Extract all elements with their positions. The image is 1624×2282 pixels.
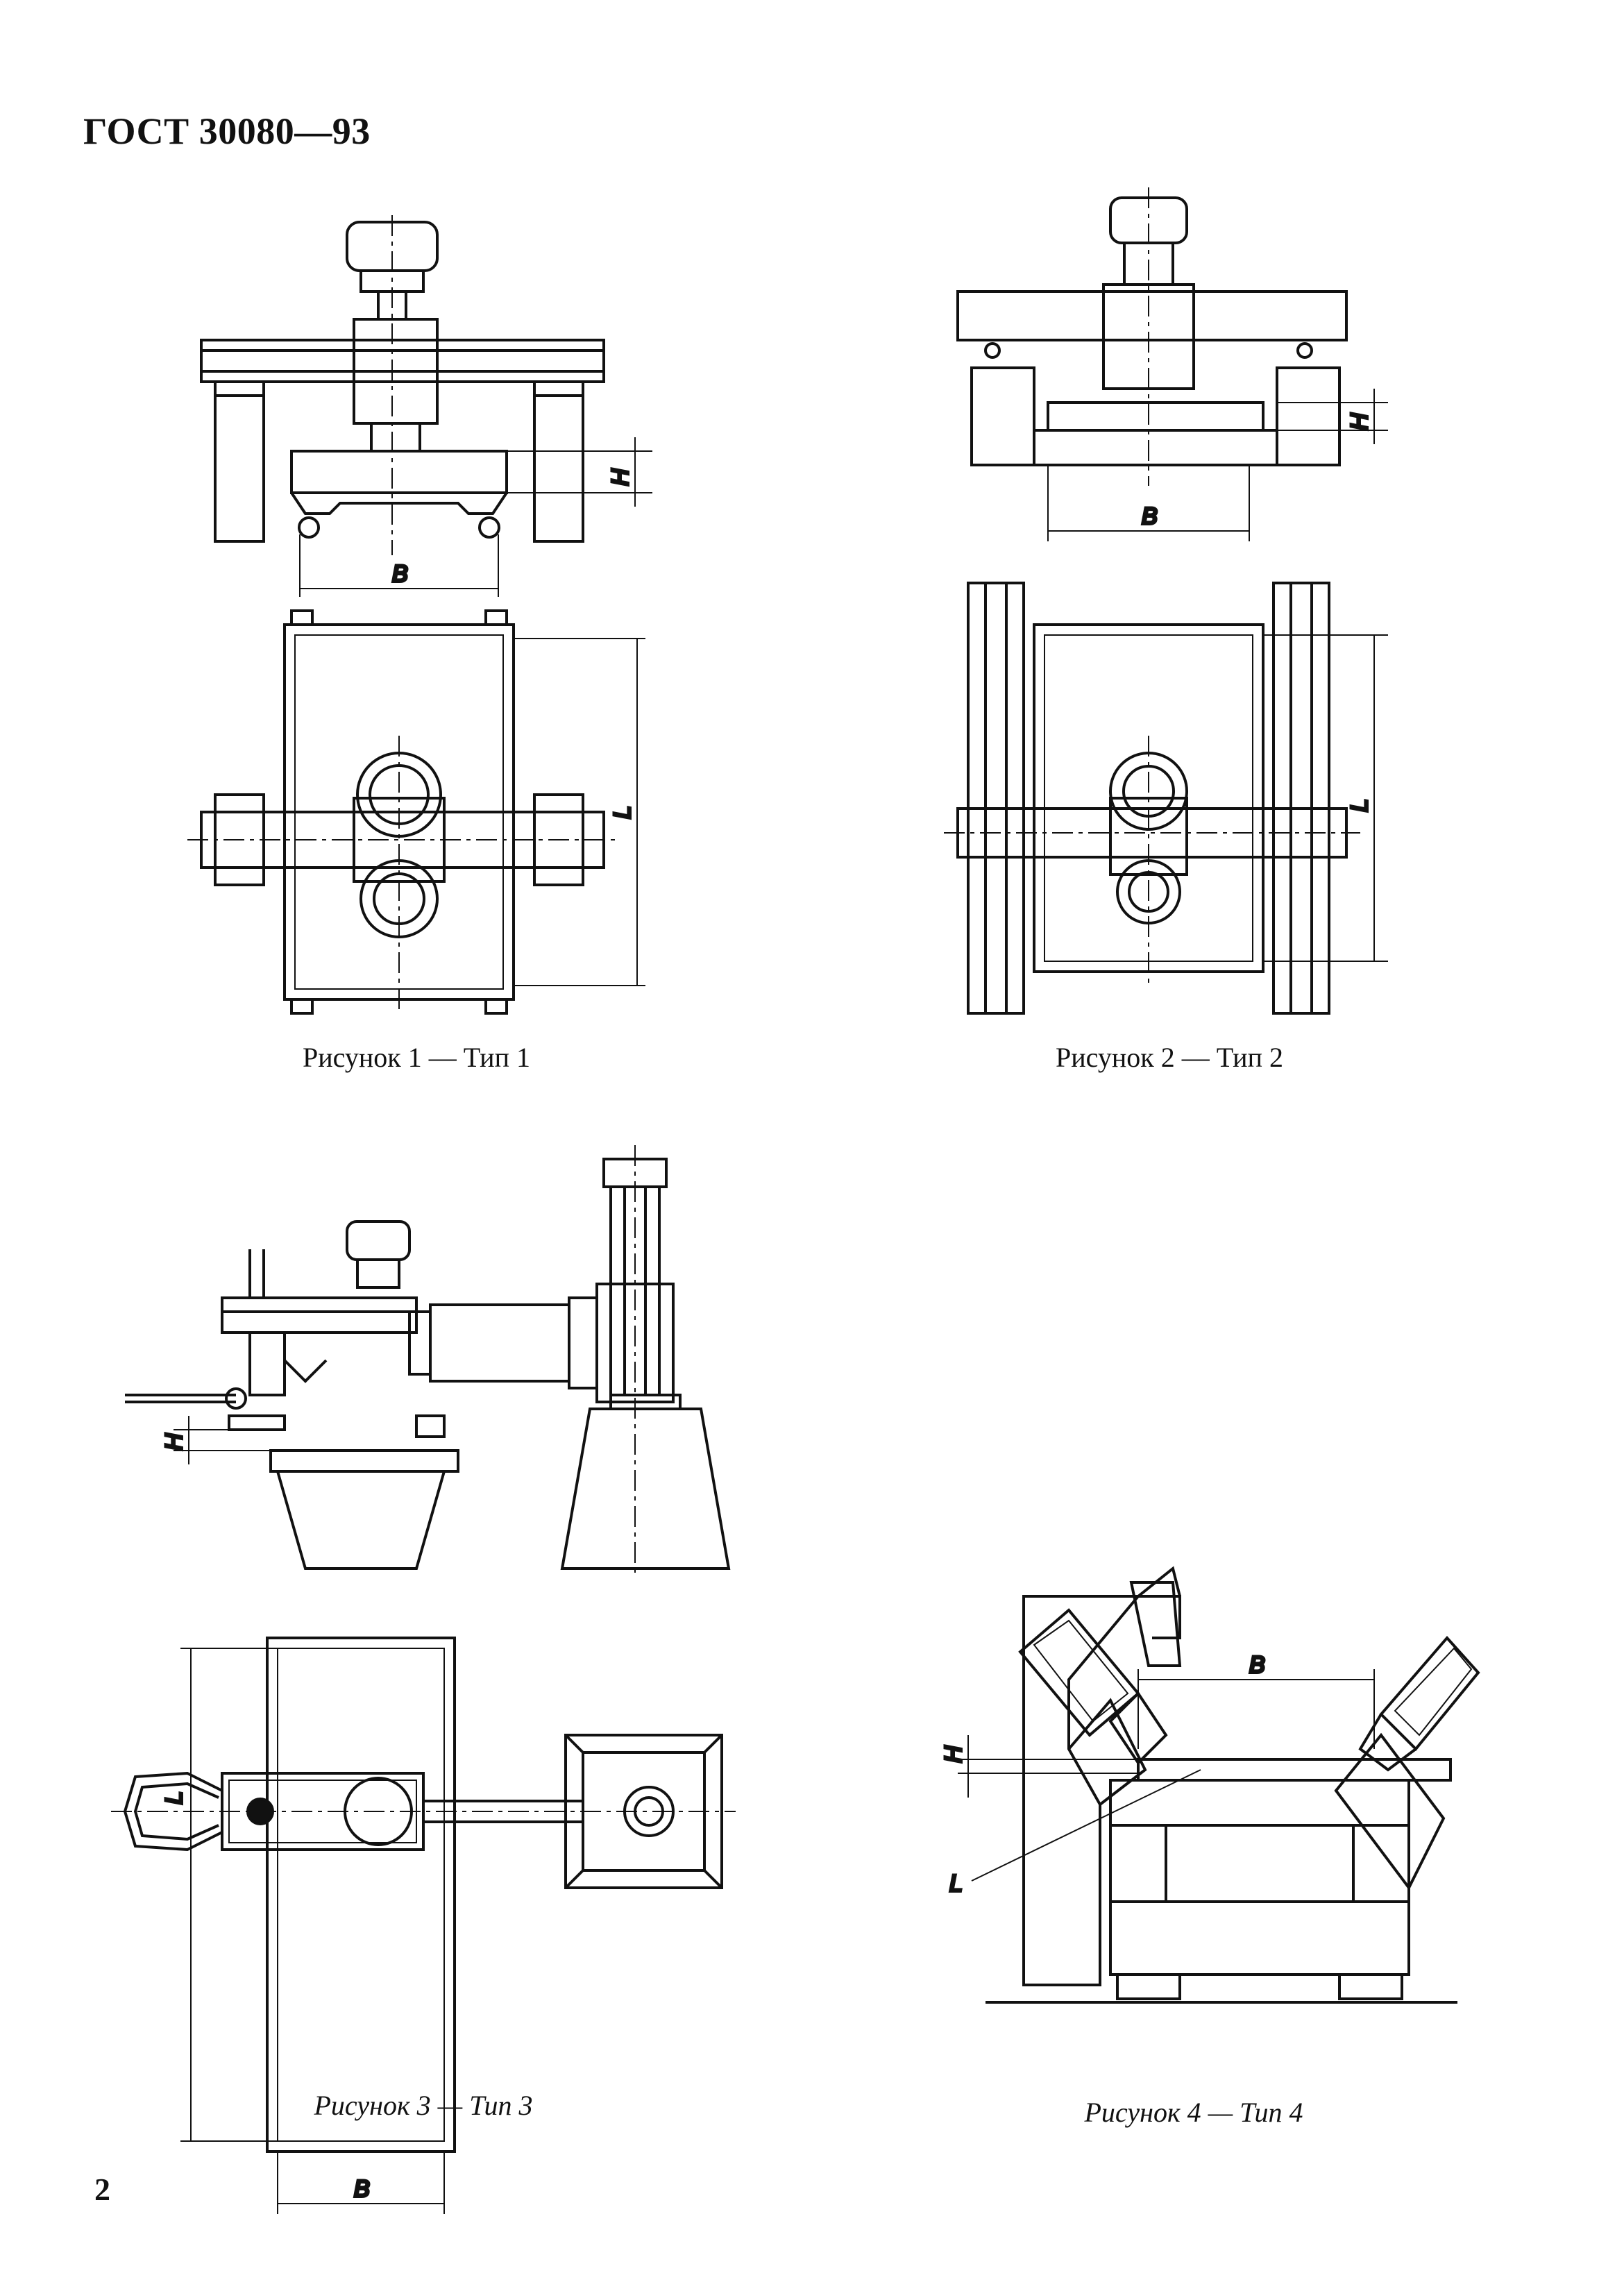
figure-3-dim-b: B	[354, 2176, 370, 2202]
figure-1-dim-l: L	[609, 806, 636, 819]
figure-1-plan-view	[187, 609, 645, 1015]
document-header: ГОСТ 30080—93	[83, 110, 371, 152]
figure-3-dim-l: L	[161, 1791, 187, 1805]
figure-1-dim-b: B	[392, 561, 408, 587]
figure-2-dim-l: L	[1346, 799, 1373, 812]
figure-2-caption: Рисунок 2 — Тип 2	[1056, 1042, 1283, 1073]
figure-3-dim-h: H	[161, 1433, 187, 1451]
figure-1-front-view	[200, 215, 652, 597]
figure-2-plan-view	[944, 582, 1388, 1015]
figure-3-side-view	[125, 1145, 731, 1575]
figure-1-dim-h: H	[607, 468, 634, 486]
figure-4-caption: Рисунок 4 — Тип 4	[1084, 2097, 1303, 2128]
figure-2-drawing	[944, 187, 1388, 1015]
page-number: 2	[94, 2172, 110, 2207]
figure-1-drawing	[187, 215, 652, 1015]
figure-4-dim-b: B	[1249, 1652, 1265, 1678]
figure-2-dim-b: B	[1142, 503, 1158, 530]
figure-2-dim-h: H	[1346, 413, 1373, 430]
figure-3-drawing	[111, 1145, 736, 2214]
figure-4-dim-l: L	[949, 1870, 963, 1897]
figure-4-dim-h: H	[940, 1746, 967, 1763]
figure-2-front-view	[956, 187, 1388, 541]
figure-3-caption: Рисунок 3 — Тип 3	[314, 2090, 533, 2121]
figure-4-drawing	[958, 1566, 1480, 2004]
figure-3-plan-view	[111, 1637, 736, 2214]
figure-1-caption: Рисунок 1 — Тип 1	[303, 1042, 530, 1073]
